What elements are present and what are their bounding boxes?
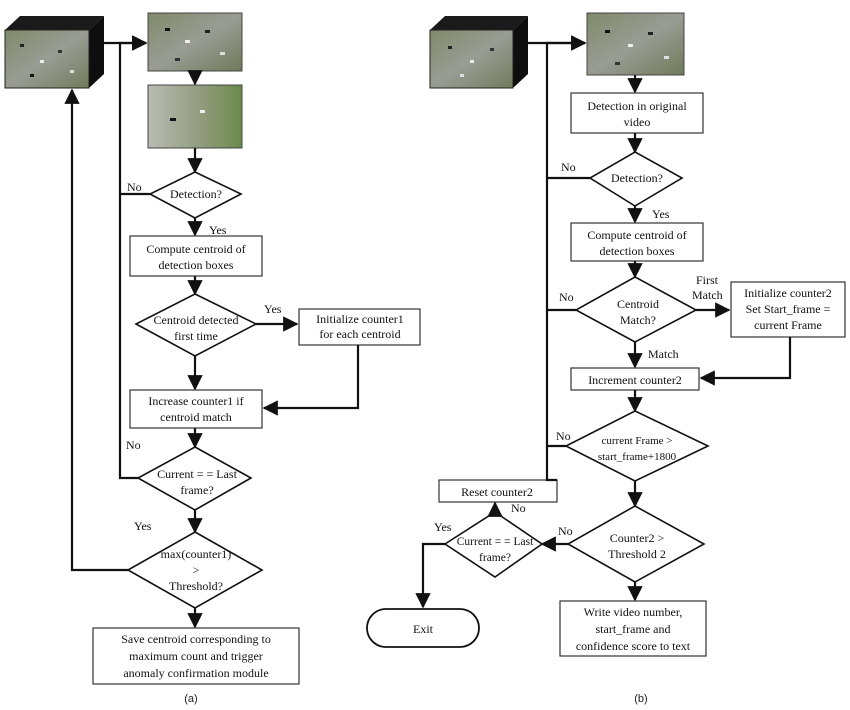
write-output-box	[559, 600, 707, 657]
initialize-counter2-box	[730, 281, 846, 338]
no-label: No	[558, 524, 573, 538]
initialize-counter1-label: Initialize counter1	[316, 312, 404, 326]
frame-limit-label: current Frame >	[602, 435, 673, 447]
centroid-match-label: Centroid	[617, 297, 659, 311]
compute-centroid-label: Compute centroid of	[146, 242, 245, 256]
initialize-counter2-label: Set Start_frame =	[746, 302, 831, 316]
match-label: Match	[648, 347, 679, 361]
detection-label: Detection?	[170, 187, 222, 201]
initialize-counter2-label: current Frame	[754, 318, 822, 332]
save-centroid-label: Save centroid corresponding to	[121, 632, 271, 646]
detection-label: Detection?	[611, 171, 663, 185]
first-match-label: First	[696, 273, 719, 287]
increase-counter1-label: Increase counter1 if	[148, 394, 243, 408]
last-frame-label: frame?	[479, 552, 511, 564]
compute-centroid-label: Compute centroid of	[587, 228, 686, 242]
frame-limit-label: start_frame+1800	[598, 451, 677, 463]
last-frame-label: Current = = Last	[157, 467, 238, 481]
centroid-match-label: Match?	[620, 313, 656, 327]
video-frame-icon	[586, 12, 685, 76]
yes-label: Yes	[652, 207, 670, 221]
save-centroid-label: anomaly confirmation module	[123, 666, 268, 680]
no-label: No	[556, 429, 571, 443]
counter2-threshold-label: Threshold 2	[608, 547, 666, 561]
video-stack-icon	[4, 16, 104, 89]
threshold-label: max(counter1)	[161, 547, 232, 561]
video-frame-icon	[147, 12, 243, 72]
no-label: No	[126, 438, 141, 452]
no-label: No	[127, 180, 142, 194]
compute-centroid-label: detection boxes	[600, 244, 675, 258]
counter2-threshold-label: Counter2 >	[610, 531, 665, 545]
yes-label: Yes	[264, 302, 282, 316]
no-label: No	[561, 160, 576, 174]
detection-original-label: Detection in original	[587, 99, 687, 113]
increase-counter1-box	[129, 389, 263, 429]
yes-label: Yes	[134, 519, 152, 533]
caption-a: (a)	[184, 693, 197, 705]
yes-label: Yes	[209, 223, 227, 237]
threshold-label: >	[193, 563, 200, 577]
write-output-label: Write video number,	[584, 605, 683, 619]
initialize-counter2-label: Initialize counter2	[744, 286, 832, 300]
video-stack-icon	[429, 16, 528, 89]
increase-counter1-label: centroid match	[160, 410, 232, 424]
last-frame-label: Current = = Last	[457, 536, 534, 548]
initialize-counter1-box	[298, 308, 421, 346]
write-output-label: confidence score to text	[576, 639, 691, 653]
detection-original-label: video	[624, 115, 651, 129]
first-time-label: first time	[174, 329, 218, 343]
last-frame-label: frame?	[180, 483, 213, 497]
detection-original-box	[570, 92, 704, 134]
write-output-label: start_frame and	[596, 622, 671, 636]
yes-label: Yes	[434, 520, 452, 534]
last-frame-decision	[443, 511, 544, 578]
no-label: No	[511, 501, 526, 515]
exit-label: Exit	[413, 622, 434, 636]
increment-counter2-label: Increment counter2	[588, 373, 682, 387]
reset-counter2-label: Reset counter2	[461, 485, 533, 499]
save-centroid-box	[92, 627, 300, 685]
first-time-label: Centroid detected	[154, 313, 239, 327]
threshold-label: Threshold?	[169, 579, 223, 593]
first-match-label: Match	[692, 288, 723, 302]
video-frame-icon	[147, 84, 243, 149]
compute-centroid-box	[129, 235, 263, 277]
save-centroid-label: maximum count and trigger	[129, 649, 263, 663]
compute-centroid-label: detection boxes	[159, 258, 234, 272]
no-label: No	[559, 290, 574, 304]
initialize-counter1-label: for each centroid	[319, 327, 400, 341]
caption-b: (b)	[634, 693, 647, 705]
exit-terminal	[366, 608, 480, 648]
compute-centroid-box	[570, 222, 704, 262]
